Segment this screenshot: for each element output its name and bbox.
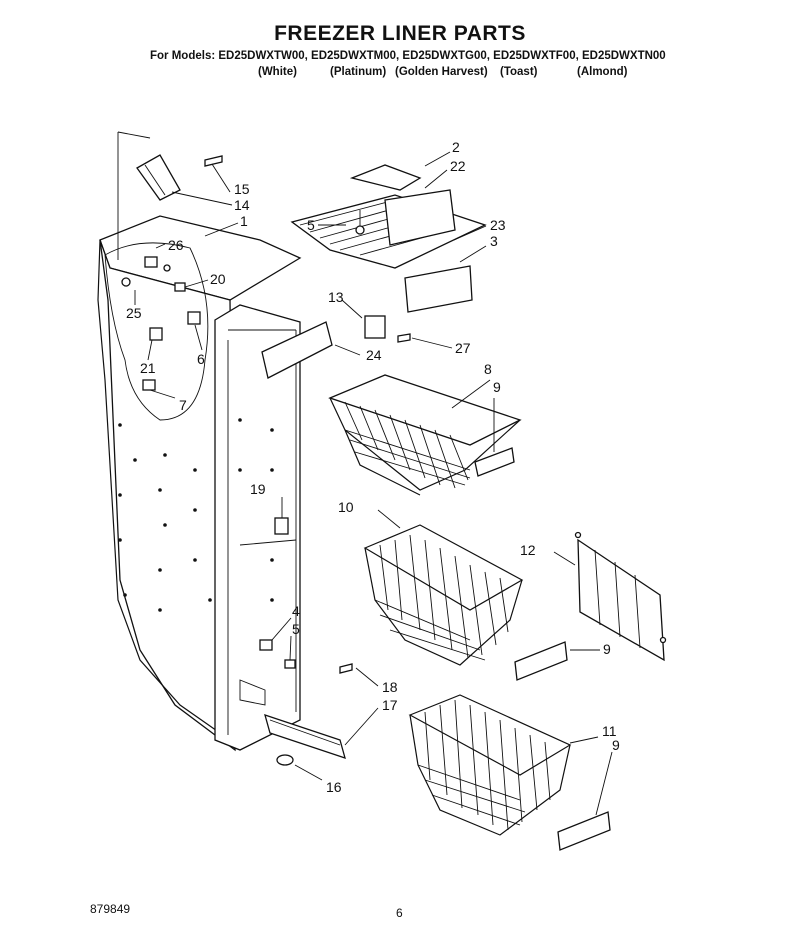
trim-24: [261, 321, 333, 379]
color-white: (White): [258, 66, 297, 78]
thermostat-13: [364, 315, 411, 343]
callout-5b: 5: [292, 621, 300, 637]
callout-11: 11: [602, 723, 617, 739]
callout-12: 12: [520, 542, 536, 558]
callout-17: 17: [382, 697, 398, 713]
color-toast: (Toast): [500, 66, 538, 78]
part-number: 879849: [90, 902, 131, 916]
page-number: 6: [396, 906, 403, 920]
callout-24: 24: [366, 347, 382, 363]
callout-8: 8: [484, 361, 492, 377]
callout-16: 16: [326, 779, 342, 795]
basket-11: [408, 694, 611, 851]
callouts: 1 2 3 4 5 5 6 7 8 9 9 9 10 11 12 13 14 1…: [126, 139, 620, 795]
color-golden-harvest: (Golden Harvest): [395, 66, 488, 78]
liner-hardware: [121, 256, 201, 391]
callout-3: 3: [490, 233, 498, 249]
page-title: FREEZER LINER PARTS: [274, 22, 526, 45]
divider-12: [574, 531, 667, 662]
callout-20: 20: [210, 271, 226, 287]
callout-9a: 9: [493, 379, 501, 395]
callout-7: 7: [179, 397, 187, 413]
callout-15: 15: [234, 181, 250, 197]
freezer-liner: [97, 215, 302, 752]
model-list: For Models: ED25DWXTW00, ED25DWXTM00, ED…: [150, 50, 666, 62]
callout-27: 27: [455, 340, 471, 356]
model-numbers: ED25DWXTW00, ED25DWXTM00, ED25DWXTG00, E…: [218, 50, 666, 62]
basket-8: [328, 374, 522, 496]
callout-13: 13: [328, 289, 344, 305]
color-almond: (Almond): [577, 66, 628, 78]
for-models-label: For Models:: [150, 50, 216, 62]
callout-25: 25: [126, 305, 142, 321]
callout-18: 18: [382, 679, 398, 695]
callout-4: 4: [292, 603, 300, 619]
callout-2: 2: [452, 139, 460, 155]
callout-14: 14: [234, 197, 250, 213]
callout-1: 1: [240, 213, 248, 229]
bottom-parts: [264, 663, 353, 766]
callout-5a: 5: [307, 217, 315, 233]
color-platinum: (Platinum): [330, 66, 387, 78]
callout-9c: 9: [612, 737, 620, 753]
callout-26: 26: [168, 237, 184, 253]
callout-21: 21: [140, 360, 156, 376]
callout-10: 10: [338, 499, 354, 515]
callout-23: 23: [490, 217, 506, 233]
callout-6: 6: [197, 351, 205, 367]
callout-19: 19: [250, 481, 266, 497]
basket-10: [363, 524, 568, 681]
part-19: [274, 517, 289, 535]
color-list: (White) (Platinum) (Golden Harvest) (Toa…: [0, 66, 800, 82]
callout-9b: 9: [603, 641, 611, 657]
callout-22: 22: [450, 158, 466, 174]
leader-lines: [134, 151, 613, 816]
shelf-assembly: [290, 164, 487, 313]
bracket-14: [117, 131, 223, 260]
